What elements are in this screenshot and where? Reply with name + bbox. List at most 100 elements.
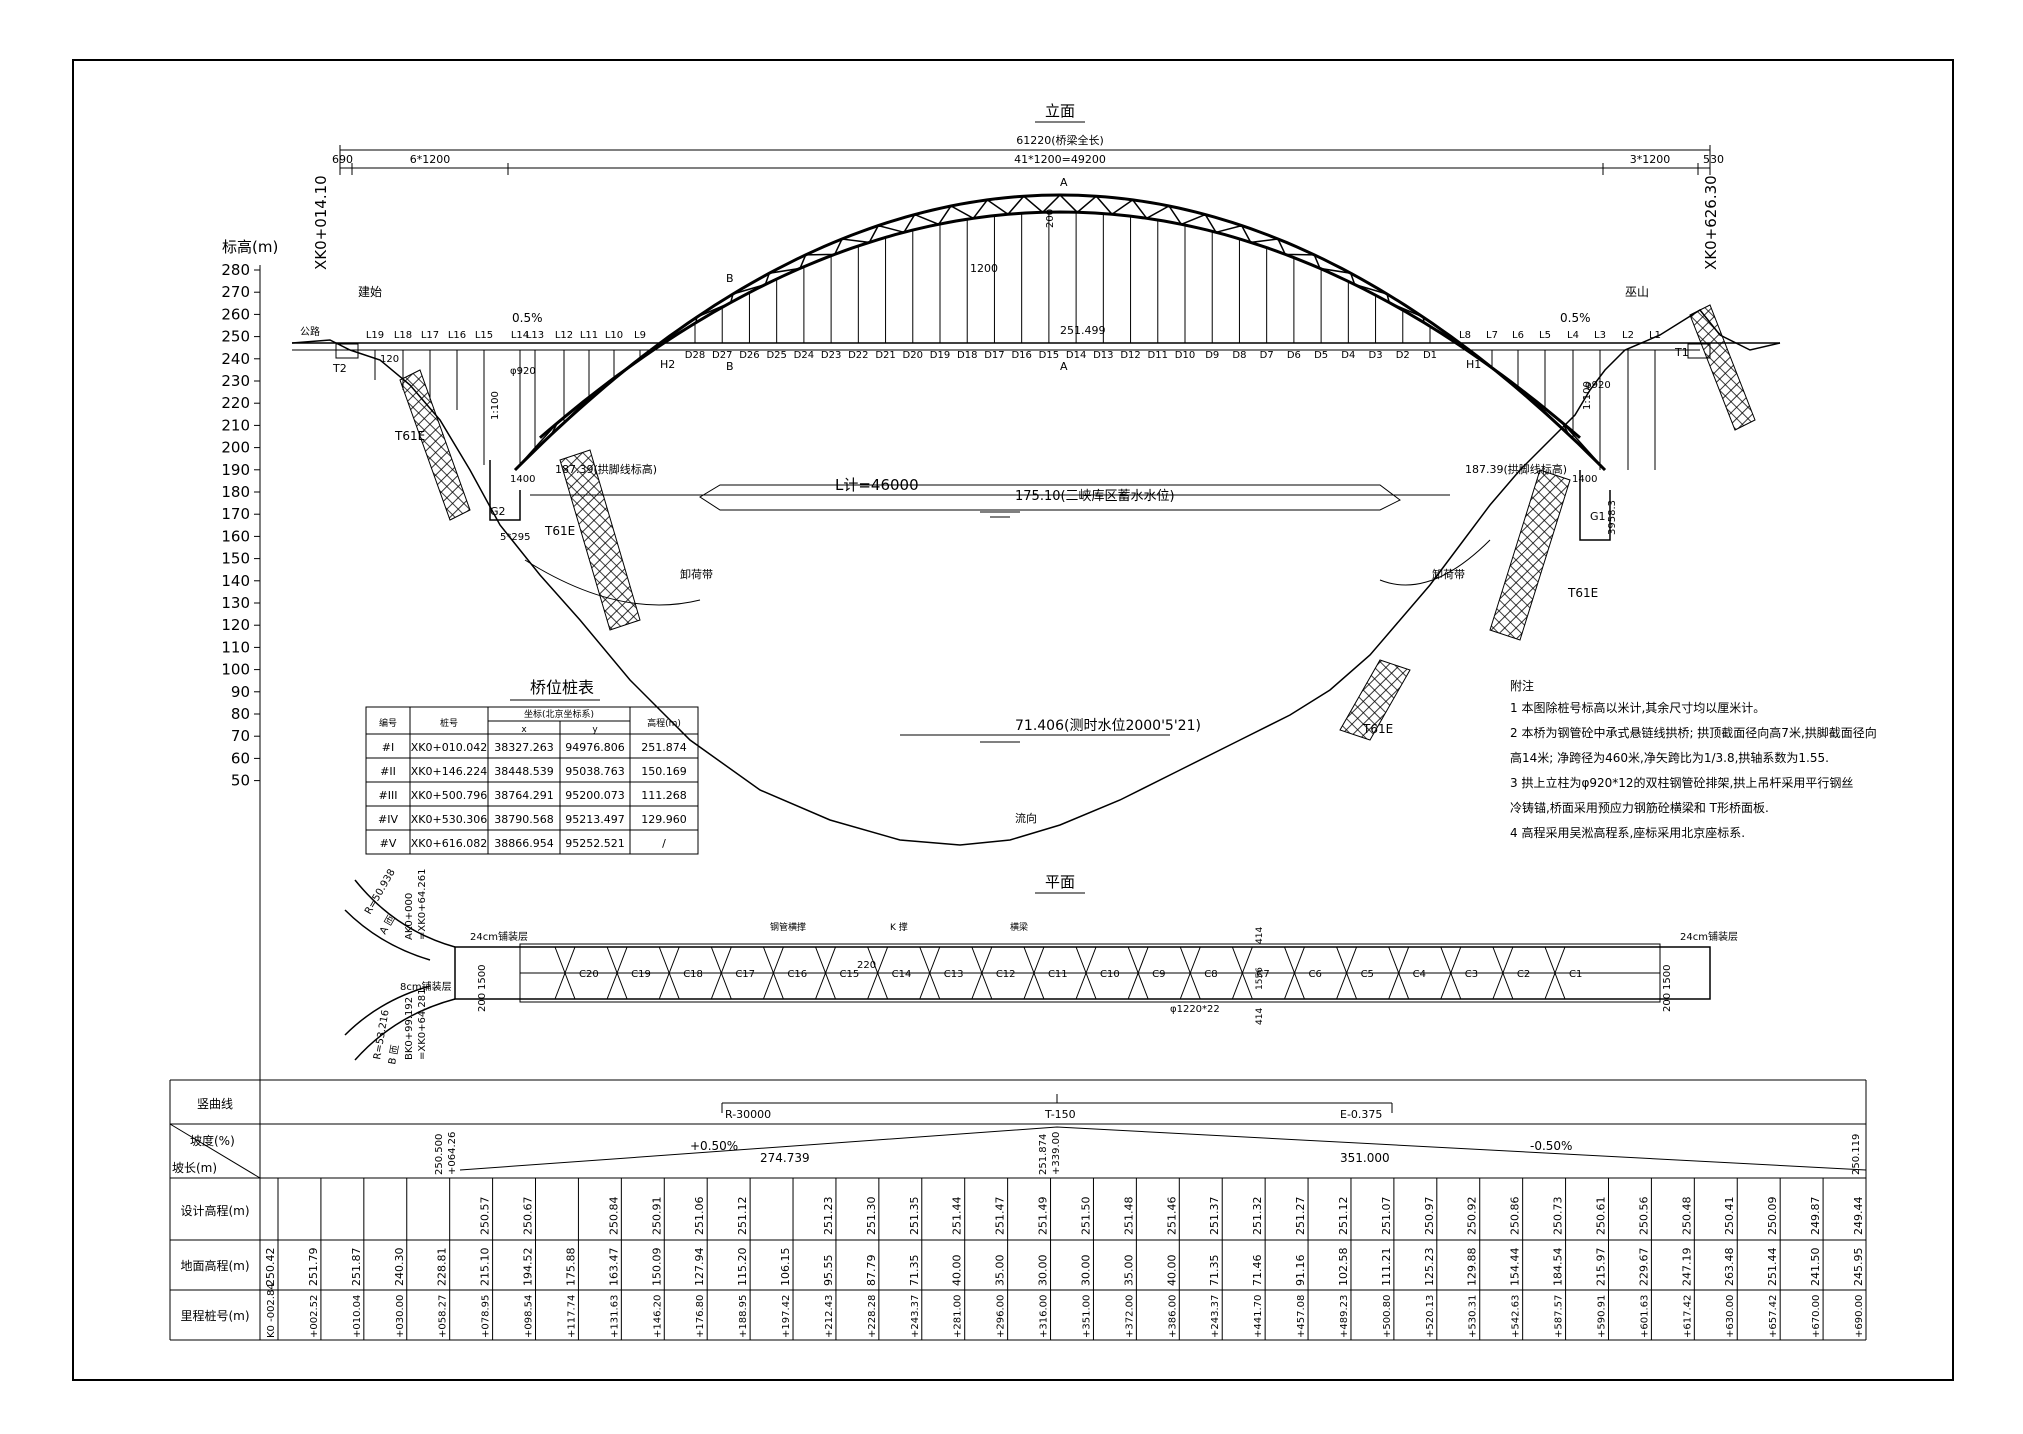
station-value: +281.00	[953, 1295, 964, 1338]
pile-cell: 94976.806	[565, 741, 625, 754]
dim-total: 61220(桥梁全长)	[1016, 133, 1104, 147]
crown-elev: 251.499	[1060, 324, 1106, 337]
hanger-label: D5	[1314, 350, 1328, 361]
design-elev: 251.37	[1208, 1197, 1221, 1236]
hanger-label: D6	[1287, 350, 1301, 361]
station-value: +520.13	[1425, 1295, 1436, 1338]
station-value: +117.74	[566, 1295, 577, 1338]
note-line: 2 本桥为钢管砼中承式悬链线拱桥; 拱顶截面径向高7米,拱脚截面径向	[1510, 725, 1877, 740]
hanger-label: D1	[1423, 350, 1437, 361]
water-high: 175.10(三峡库区蓄水水位)	[1015, 488, 1175, 504]
note-line: 1 本图除桩号标高以米计,其余尺寸均以厘米计。	[1510, 700, 1765, 715]
y-tick-label: 200	[221, 439, 250, 457]
pile-cell: 111.268	[641, 789, 687, 802]
ground-elev: 240.30	[393, 1248, 406, 1287]
station-value: +690.00	[1854, 1295, 1865, 1338]
hanger-label: D8	[1232, 350, 1246, 361]
dim-left-end: 690	[332, 153, 353, 166]
station-value: +316.00	[1039, 1295, 1050, 1338]
design-elev: 251.32	[1251, 1197, 1264, 1236]
pile-head-y: y	[592, 725, 598, 735]
grade-label: 坡度(%)	[190, 1133, 235, 1148]
pile-cell: 129.960	[641, 813, 687, 826]
station-value: +617.42	[1682, 1295, 1693, 1338]
pier-dim-left: 5*295	[500, 532, 530, 543]
girder-label-right: L2	[1622, 330, 1634, 341]
slope-120-left: 120	[380, 354, 399, 365]
girder-label-right: L8	[1459, 330, 1471, 341]
station-value: +212.43	[824, 1295, 835, 1338]
section-a-top: A	[1060, 176, 1068, 189]
y-tick-label: 180	[221, 483, 250, 501]
design-label: 设计高程(m)	[180, 1203, 249, 1218]
design-elev: 251.44	[951, 1197, 964, 1236]
station-value: +590.91	[1596, 1295, 1607, 1338]
design-elev: 250.73	[1552, 1197, 1565, 1236]
station-value: +441.70	[1253, 1295, 1264, 1338]
y-tick-label: 260	[221, 305, 250, 323]
ramp-b-station: BK0+99.192	[404, 997, 415, 1060]
plan-beam-label: C18	[683, 969, 703, 980]
ramp-a-name: A 匝	[377, 913, 397, 936]
design-elev: 250.56	[1637, 1197, 1650, 1236]
girder-label-left: L9	[634, 330, 646, 341]
pipe-label: φ1220*22	[1170, 1004, 1220, 1015]
station-value: +176.80	[695, 1295, 706, 1338]
plan-beam-label: C1	[1569, 969, 1582, 980]
y-tick-label: 110	[221, 638, 250, 656]
design-elev: 251.06	[693, 1197, 706, 1236]
girder-label-left: L11	[580, 330, 598, 341]
girder-label-left: L15	[475, 330, 493, 341]
pile-table-title: 桥位桩表	[530, 678, 594, 697]
hanger-label: D4	[1341, 350, 1355, 361]
station-value: +372.00	[1124, 1295, 1135, 1338]
plan-beam-label: C2	[1517, 969, 1530, 980]
pile-head-elev: 高程(m)	[647, 717, 681, 729]
plan-x-brace	[971, 946, 993, 1000]
rock-label-4: T61E	[1362, 722, 1393, 736]
slope-100-right: 1:100	[1582, 381, 1593, 410]
y-tick-label: 190	[221, 461, 250, 479]
pave-right: 24cm铺装层	[1680, 930, 1738, 943]
station-value: +500.80	[1382, 1295, 1393, 1338]
pile-cell: XK0+500.796	[411, 789, 487, 802]
design-elev: 251.27	[1294, 1197, 1307, 1236]
plan-x-brace	[1023, 946, 1045, 1000]
ground-elev: 194.52	[522, 1248, 535, 1287]
plan-beam-label: C7	[1256, 969, 1269, 980]
vp-mid-sta: +339.00	[1051, 1132, 1062, 1175]
girder-label-left: L10	[605, 330, 623, 341]
plan-beam-label: C9	[1152, 969, 1165, 980]
hanger-label: D16	[1011, 350, 1031, 361]
pile-cell: #I	[382, 741, 394, 754]
pile-cell: 251.874	[641, 741, 687, 754]
plan-beam-label: C15	[840, 969, 860, 980]
station-label: 里程桩号(m)	[180, 1308, 249, 1323]
hanger-label: D10	[1175, 350, 1195, 361]
y-tick-label: 70	[231, 727, 250, 745]
len-right-val: 351.000	[1340, 1151, 1390, 1165]
curve-r: R-30000	[725, 1108, 771, 1121]
station-value: +131.63	[609, 1295, 620, 1338]
place-left: 建始	[358, 285, 382, 299]
y-tick-label: 150	[221, 550, 250, 568]
y-tick-label: 100	[221, 661, 250, 679]
rock-zone-right-top	[1689, 304, 1756, 431]
ground-elev: 30.00	[1037, 1255, 1050, 1287]
arch-base-left: 187.39(拱脚线标高)	[555, 462, 657, 476]
station-value: +530.31	[1468, 1295, 1479, 1338]
hanger-label: D2	[1396, 350, 1410, 361]
plan-title: 平面	[1045, 873, 1075, 891]
y-tick-label: 160	[221, 527, 250, 545]
station-value: +002.52	[309, 1295, 320, 1338]
y-tick-label: 90	[231, 683, 250, 701]
arch-rise: 200	[1045, 209, 1056, 228]
station-value: K0 -002.84	[266, 1283, 277, 1338]
pile-cell: #III	[379, 789, 398, 802]
ground-elev: 150.09	[650, 1248, 663, 1287]
girder-label-right: L6	[1512, 330, 1524, 341]
station-left: XK0+014.10	[312, 175, 330, 270]
station-value: +197.42	[781, 1295, 792, 1338]
